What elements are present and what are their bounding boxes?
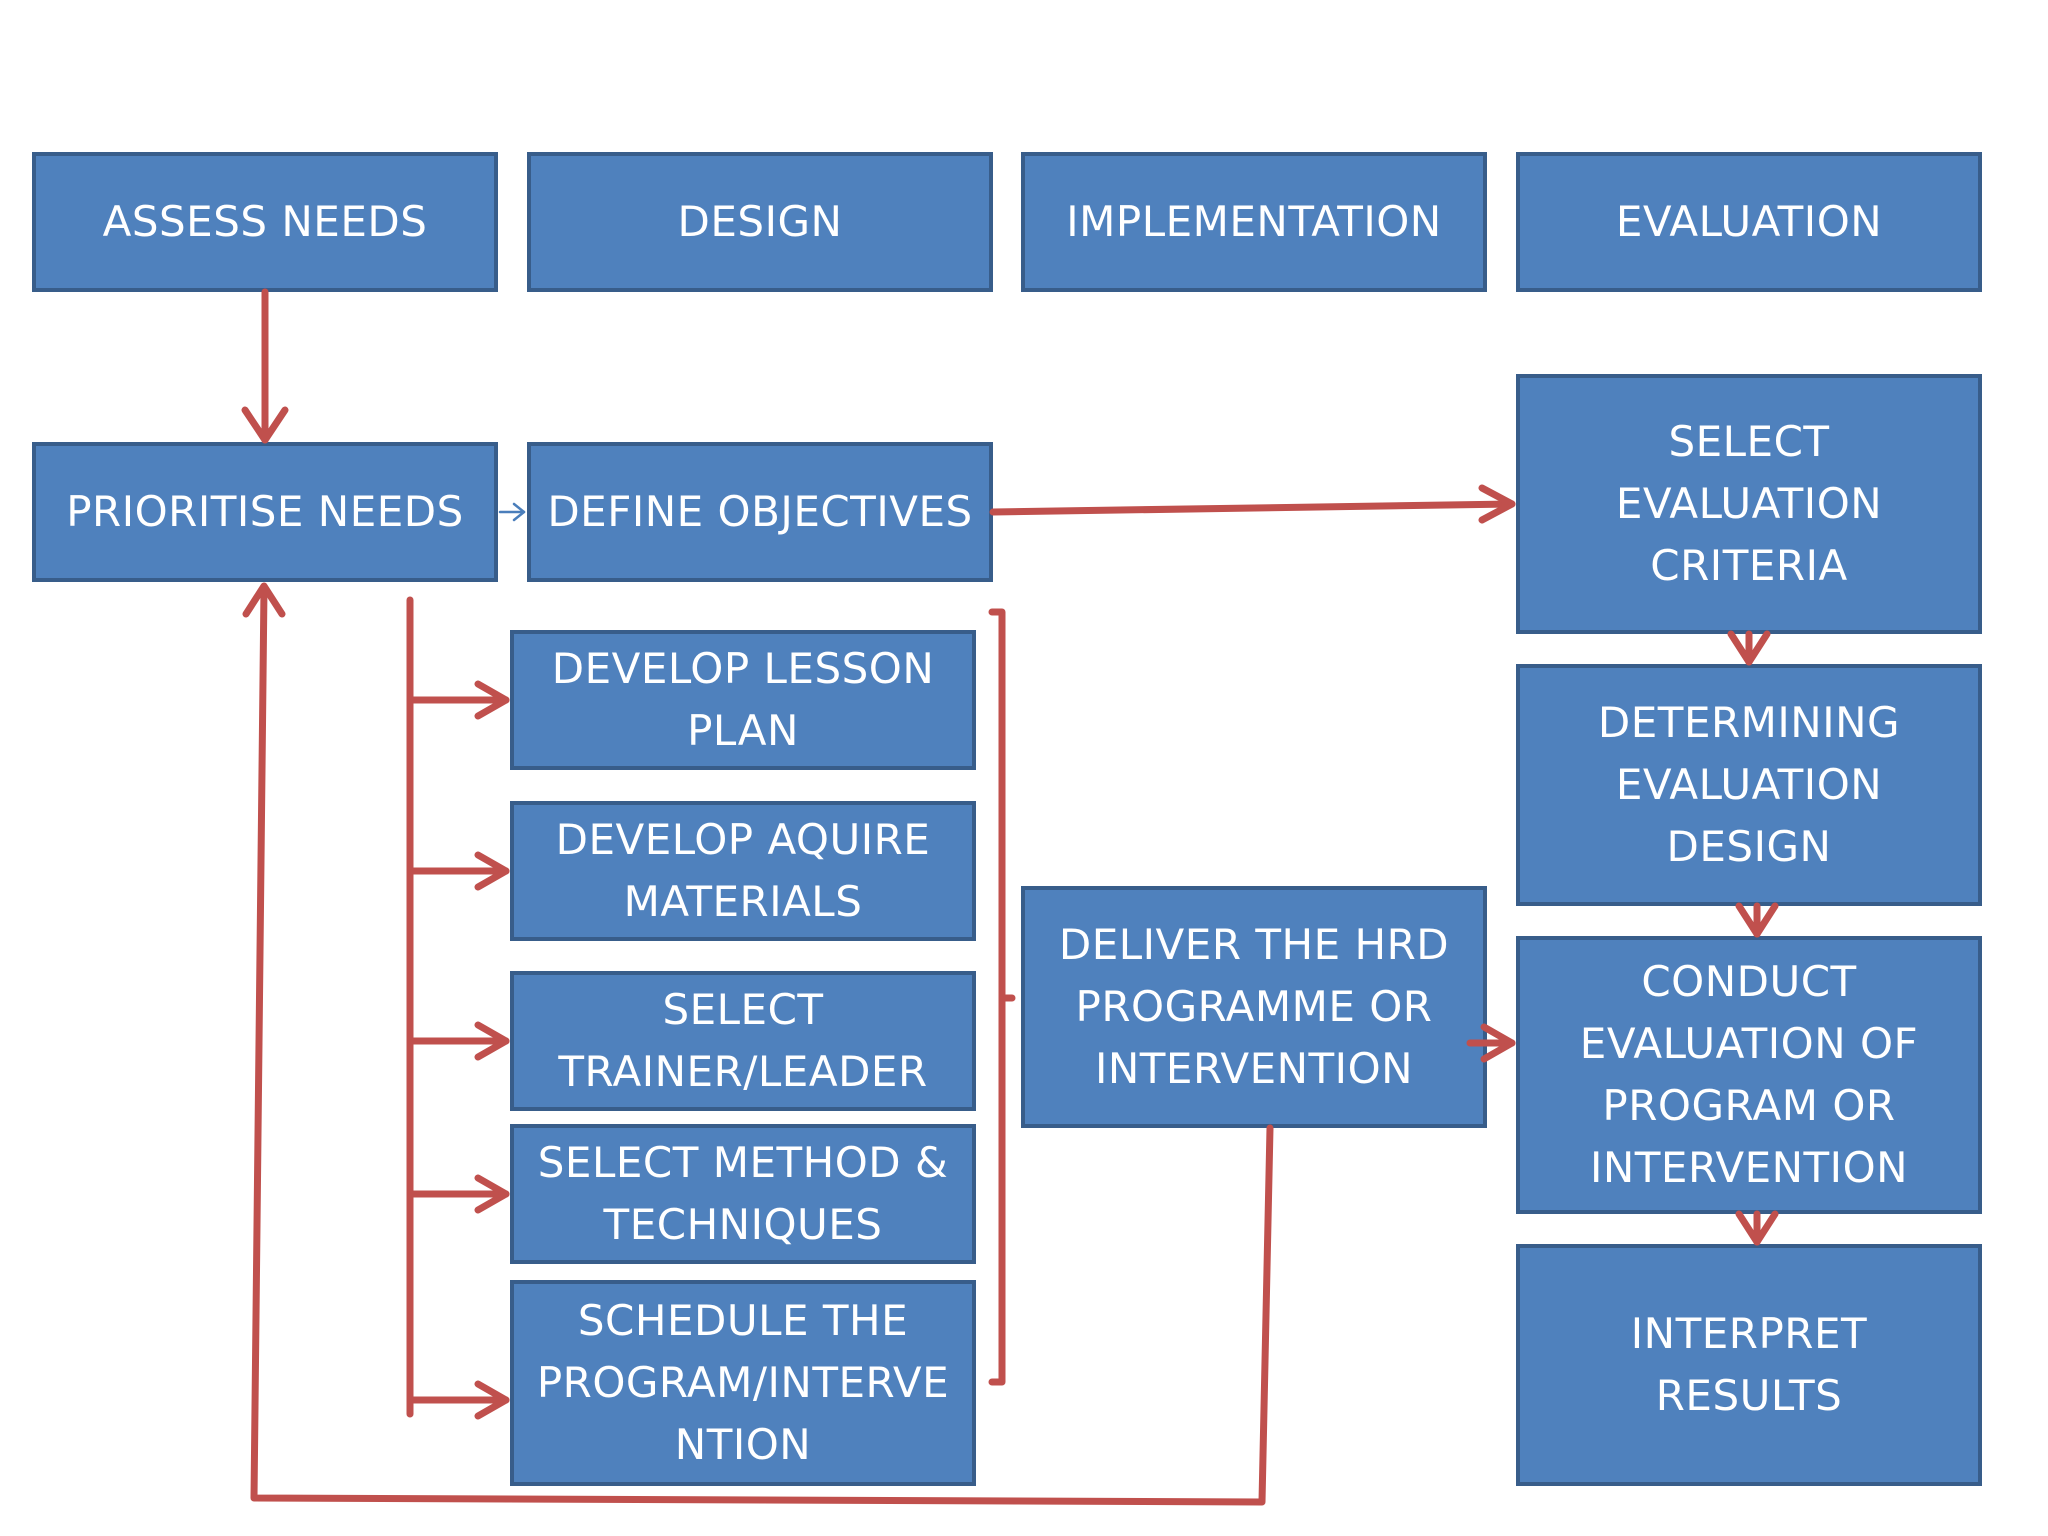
arrowhead-branch-to-materials xyxy=(474,851,510,891)
header-assess-needs: ASSESS NEEDS xyxy=(32,152,498,292)
header-evaluation: EVALUATION xyxy=(1516,152,1982,292)
node-select-method: SELECT METHOD & TECHNIQUES xyxy=(510,1124,976,1264)
node-select-trainer: SELECT TRAINER/LEADER xyxy=(510,971,976,1111)
node-develop-lesson-plan: DEVELOP LESSON PLAN xyxy=(510,630,976,770)
arrowhead-branch-to-trainer xyxy=(474,1021,510,1061)
node-define-objectives: DEFINE OBJECTIVES xyxy=(527,442,993,582)
arrowhead-objectives-to-criteria xyxy=(1478,484,1516,524)
node-schedule-program: SCHEDULE THE PROGRAM/INTERVE NTION xyxy=(510,1280,976,1486)
arrowhead-criteria-to-design xyxy=(1727,630,1771,666)
arrowhead-branch-to-schedule xyxy=(474,1380,510,1420)
arrowhead-feedback-loop xyxy=(242,582,286,618)
node-interpret-results: INTERPRET RESULTS xyxy=(1516,1244,1982,1486)
node-prioritise-needs: PRIORITISE NEEDS xyxy=(32,442,498,582)
arrow-objectives-to-criteria xyxy=(989,500,1516,516)
arrowhead-prioritise-to-objectives xyxy=(512,502,526,522)
arrowhead-design-to-conduct xyxy=(1735,902,1779,938)
arrowhead-assess-to-prioritise xyxy=(241,406,289,444)
node-conduct-evaluation: CONDUCT EVALUATION OF PROGRAM OR INTERVE… xyxy=(1516,936,1982,1214)
node-determining-evaluation-design: DETERMINING EVALUATION DESIGN xyxy=(1516,664,1982,906)
arrowhead-conduct-to-interpret xyxy=(1735,1210,1779,1246)
arrowhead-branch-to-method xyxy=(474,1174,510,1214)
node-select-evaluation-criteria: SELECT EVALUATION CRITERIA xyxy=(1516,374,1982,634)
node-deliver-programme: DELIVER THE HRD PROGRAMME OR INTERVENTIO… xyxy=(1021,886,1487,1128)
design-group-bracket xyxy=(988,608,1006,1386)
header-implementation: IMPLEMENTATION xyxy=(1021,152,1487,292)
arrowhead-branch-to-lesson-plan xyxy=(474,680,510,720)
header-design: DESIGN xyxy=(527,152,993,292)
arrowhead-deliver-to-conduct xyxy=(1480,1023,1516,1063)
node-develop-materials: DEVELOP AQUIRE MATERIALS xyxy=(510,801,976,941)
